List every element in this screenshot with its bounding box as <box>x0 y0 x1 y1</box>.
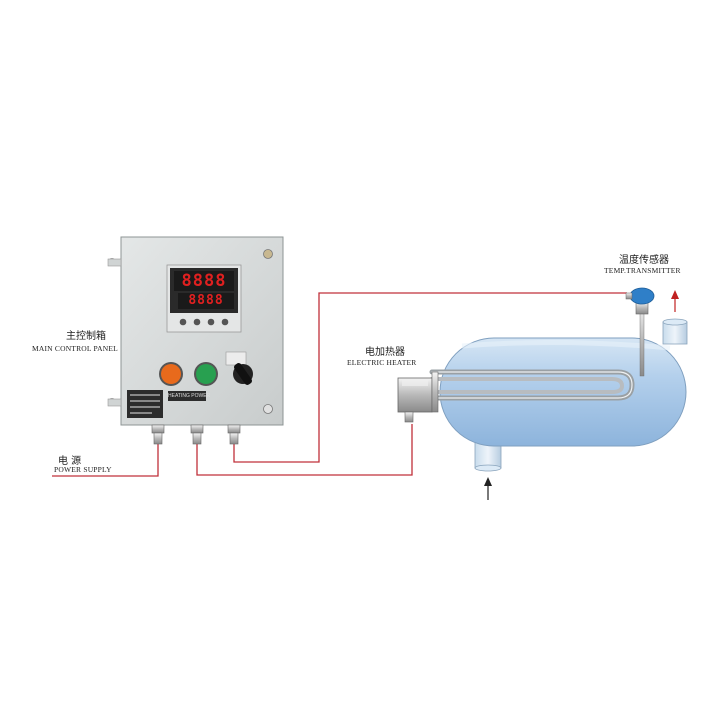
wire-temp-sensor <box>233 292 627 463</box>
orange-button[interactable] <box>161 364 181 384</box>
main-panel-label-cn: 主控制箱 <box>66 331 106 342</box>
power-label-en: POWER SUPPLY <box>54 465 112 474</box>
tank <box>439 318 688 472</box>
electric-heater <box>397 369 635 423</box>
key-1[interactable] <box>179 318 187 326</box>
key-4[interactable] <box>221 318 229 326</box>
outlet-arrow <box>671 290 679 312</box>
display-top: 8888 <box>181 271 227 291</box>
controller-keypad <box>179 318 229 326</box>
power-label-cn: 电 源 <box>58 456 82 467</box>
display-bottom: 8888 <box>188 293 224 308</box>
inlet-arrow <box>484 477 492 500</box>
green-button[interactable] <box>196 364 216 384</box>
wire-power-supply <box>52 444 159 477</box>
key-2[interactable] <box>193 318 201 326</box>
indicator-buttons <box>159 351 253 386</box>
wire-heater-feed <box>196 424 413 476</box>
temperature-controller <box>166 264 242 333</box>
cable-glands <box>151 424 241 445</box>
main-panel-label-en: MAIN CONTROL PANEL <box>32 344 118 353</box>
temp-label-cn: 温度传感器 <box>619 255 669 266</box>
key-3[interactable] <box>207 318 215 326</box>
nameplate-right: HEATING POWER <box>168 391 210 401</box>
temp-transmitter <box>625 287 655 377</box>
heater-label-cn: 电加热器 <box>365 347 405 358</box>
temp-label-en: TEMP.TRANSMITTER <box>604 266 681 275</box>
nameplate-left-text: HEATING <box>168 393 190 399</box>
heating-elements <box>429 369 635 401</box>
wires <box>52 292 627 477</box>
nameplate-right-text: POWER <box>191 393 211 399</box>
nameplates <box>127 390 206 418</box>
heater-label-en: ELECTRIC HEATER <box>347 358 417 367</box>
rotary-switch[interactable] <box>233 362 253 386</box>
main-control-panel <box>107 236 284 445</box>
